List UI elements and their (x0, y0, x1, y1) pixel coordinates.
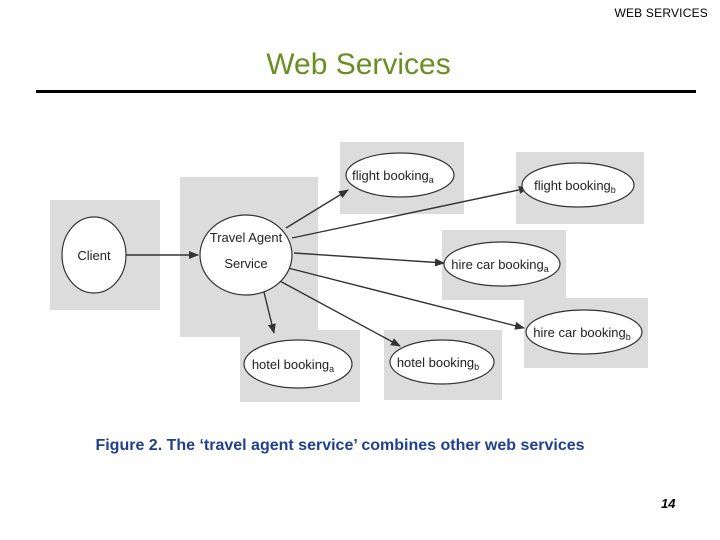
page-number: 14 (661, 496, 676, 511)
edge-travel-agent-to-flight-b (291, 185, 529, 239)
hotel-b-node (389, 339, 495, 385)
hotel-a-label: hotel bookinga (252, 357, 334, 374)
slide-title: Web Services (266, 48, 451, 81)
flight-b-node (521, 162, 635, 208)
hotel-b-label: hotel bookingb (397, 355, 479, 372)
car-a-label: hire car bookinga (451, 257, 549, 274)
diagram-edges (126, 185, 529, 347)
hotel-a-node (243, 339, 353, 389)
client-node (61, 216, 127, 294)
figure-caption: Figure 2. The ‘travel agent service’ com… (95, 437, 585, 454)
car-b-label: hire car bookingb (533, 325, 631, 342)
edge-travel-agent-to-car-b (287, 267, 525, 330)
client-label: Client (77, 248, 111, 263)
flight-a-node (345, 152, 455, 198)
edge-travel-agent-to-flight-a (285, 189, 349, 229)
flight-b-label: flight bookingb (534, 178, 616, 195)
title-underline (36, 90, 696, 93)
travel-agent-label-line2: Service (224, 256, 267, 271)
travel-agent-diagram: Client Travel Agent Service flight booki… (38, 130, 668, 415)
travel-agent-node (199, 214, 293, 296)
section-header-label: WEB SERVICES (614, 6, 708, 20)
car-a-node (443, 241, 561, 287)
flight-a-label: flight bookinga (352, 168, 434, 185)
travel-agent-label-line1: Travel Agent (210, 230, 283, 245)
car-b-node (525, 309, 643, 355)
edge-travel-agent-to-hotel-b (277, 279, 401, 347)
edge-travel-agent-to-car-a (293, 252, 445, 267)
